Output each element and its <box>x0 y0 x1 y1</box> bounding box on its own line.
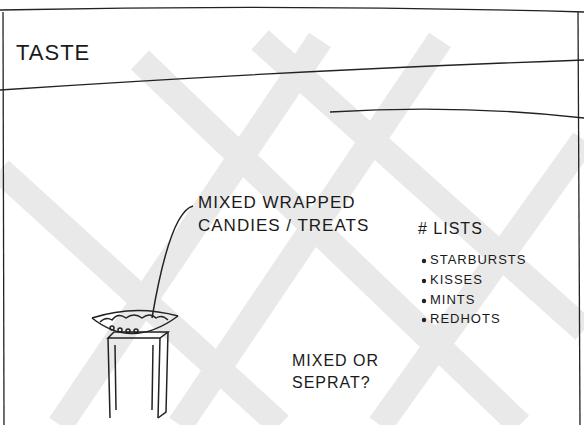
list-heading: # LISTS <box>418 218 538 240</box>
page-heading: TASTE <box>16 38 90 68</box>
list-item: KISSES <box>430 271 570 289</box>
list-item: MINTS <box>430 291 570 309</box>
list-item: STARBURSTS <box>430 251 570 269</box>
question-note: MIXED OR SEPRAT? <box>292 350 412 393</box>
background-lattice <box>0 40 584 425</box>
leader-line <box>152 206 193 318</box>
callout-note: MIXED WRAPPED CANDIES / TREATS <box>198 192 388 238</box>
bullet-dots <box>422 259 426 322</box>
pedestal-with-bowl <box>92 310 178 418</box>
list-item: REDHOTS <box>430 310 570 328</box>
frame-lines <box>0 7 584 425</box>
